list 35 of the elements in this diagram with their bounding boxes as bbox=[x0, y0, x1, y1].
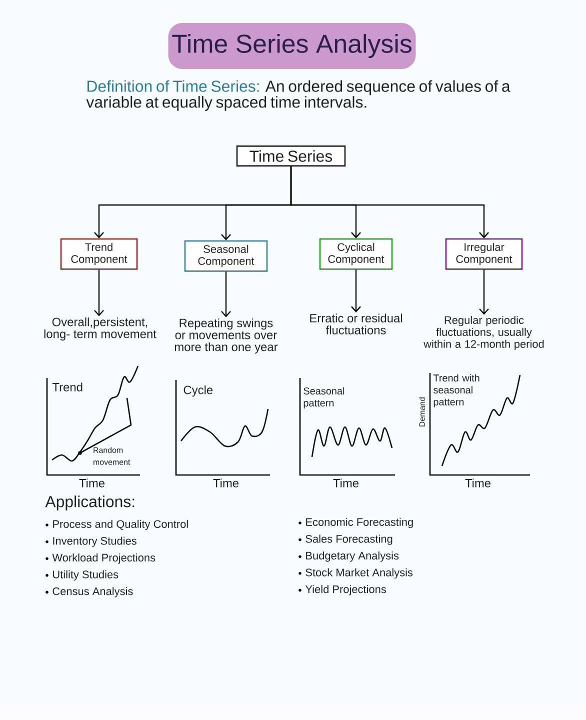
axis-label: Time bbox=[333, 478, 359, 488]
description-text: Repeating swings or movements over more than one year bbox=[174, 318, 278, 354]
description-text: Regular periodic fluctuations, usually within a 12-month period bbox=[424, 316, 544, 350]
title-banner: Time Series Analysis bbox=[168, 23, 416, 69]
list-item: Inventory Studies bbox=[53, 536, 136, 547]
chart-title: Cycle bbox=[184, 385, 213, 397]
chart-title: Trend bbox=[52, 382, 82, 392]
component-box: Trend Component bbox=[60, 238, 138, 270]
list-item: Stock Market Analysis bbox=[306, 568, 413, 578]
list-item: Sales Forecasting bbox=[306, 534, 392, 545]
chart-title: Trend with seasonal pattern bbox=[433, 374, 480, 408]
arrow bbox=[94, 270, 104, 316]
arrow bbox=[351, 270, 361, 312]
arrow bbox=[221, 272, 231, 318]
list-item: Budgetary Analysis bbox=[306, 552, 399, 562]
list-item: Utility Studies bbox=[53, 570, 118, 580]
list-item: Process and Quality Control bbox=[53, 520, 188, 530]
arrow bbox=[479, 270, 489, 315]
list-item: Yield Projections bbox=[305, 585, 386, 596]
description-text: Overall,persistent, long- term movement bbox=[44, 317, 156, 341]
definition-text: Definition of Time Series: An ordered sequence of values of a variable at equally spaced time intervals. bbox=[86, 80, 510, 111]
list-item: Census Analysis bbox=[52, 587, 133, 598]
list-item: Economic Forecasting bbox=[306, 518, 413, 528]
list-item: Workload Projections bbox=[52, 554, 156, 564]
component-box: Irregular Component bbox=[445, 238, 523, 270]
axis-label: Time bbox=[465, 478, 491, 488]
axis-label: Time bbox=[213, 478, 239, 488]
component-box: Cyclical Component bbox=[319, 238, 393, 270]
axis-label: Time bbox=[79, 478, 105, 488]
description-text: Erratic or residual fluctuations bbox=[310, 314, 402, 334]
component-box: Seasonal Component bbox=[184, 240, 268, 272]
section-heading: Applications: bbox=[45, 496, 134, 510]
arrow bbox=[290, 166, 489, 238]
main-box: Time Series bbox=[236, 146, 346, 166]
chart-title: Seasonal pattern bbox=[304, 387, 344, 408]
